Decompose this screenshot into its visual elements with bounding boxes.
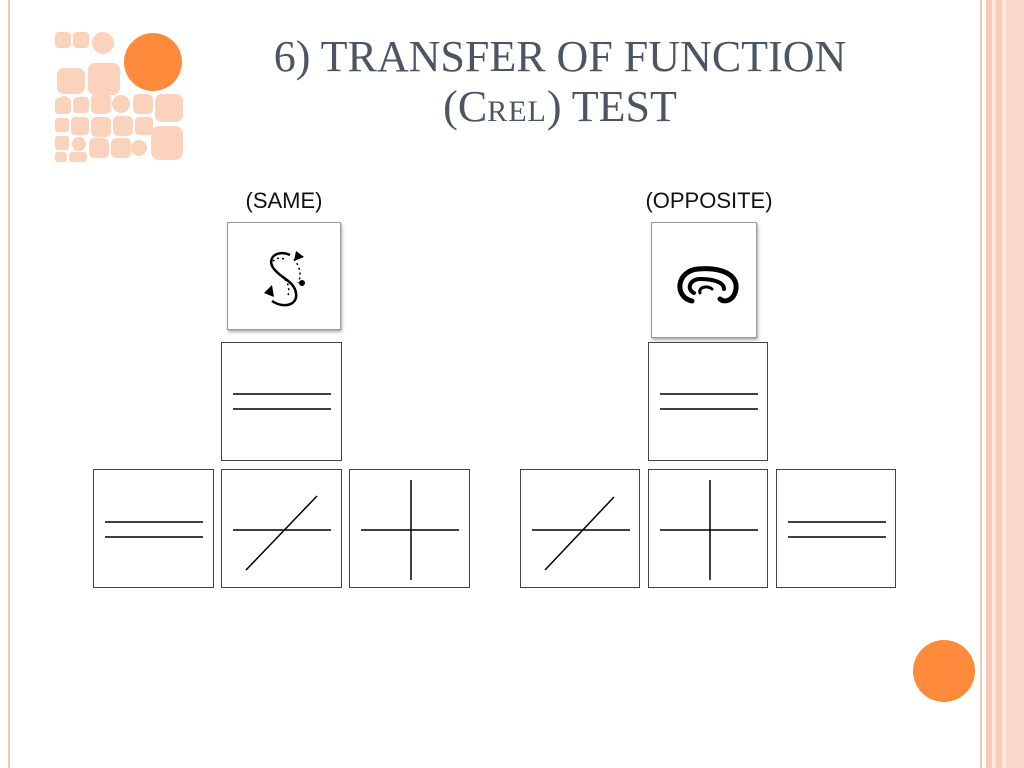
- same-bottom-box-2: [221, 469, 342, 588]
- orange-circle-icon: [913, 640, 975, 702]
- spiral-curl-icon: [677, 266, 739, 304]
- title-c: C: [457, 82, 488, 131]
- plus-cross-symbol: [660, 480, 758, 580]
- title-line-2: (CREL) TEST: [190, 82, 930, 137]
- same-stimulus-card: [227, 222, 341, 330]
- same-middle-box: [221, 342, 342, 461]
- opposite-bottom-box-1: [520, 469, 640, 588]
- same-label: (SAME): [245, 188, 323, 213]
- plus-cross-symbol: [361, 480, 459, 580]
- title-test: TEST: [561, 82, 677, 131]
- equal-lines-symbol: [660, 393, 758, 410]
- s-curve-arrows-icon: [264, 251, 305, 307]
- title-rel: REL: [487, 95, 547, 128]
- opposite-label: (OPPOSITE): [645, 188, 773, 213]
- equal-lines-symbol: [788, 521, 886, 538]
- opposite-stimulus-card: [651, 222, 757, 338]
- slide-frame: [8, 0, 982, 768]
- same-bottom-box-3: [349, 469, 470, 588]
- decorative-logo-icon: [55, 32, 183, 162]
- equal-lines-symbol: [105, 521, 203, 538]
- title-paren-close: ): [546, 82, 562, 131]
- slide-title: 6) TRANSFER OF FUNCTION (CREL) TEST: [190, 32, 930, 137]
- opposite-middle-box: [648, 342, 768, 461]
- opposite-bottom-box-3: [776, 469, 896, 588]
- decorative-side-bands: [982, 0, 1024, 768]
- same-bottom-box-1: [93, 469, 214, 588]
- title-line-1: 6) TRANSFER OF FUNCTION: [273, 32, 847, 81]
- opposite-bottom-box-2: [648, 469, 768, 588]
- equal-lines-symbol: [233, 393, 331, 410]
- title-paren-open: (: [443, 82, 458, 131]
- diagonal-cross-symbol: [233, 495, 331, 571]
- diagonal-cross-symbol: [532, 496, 630, 571]
